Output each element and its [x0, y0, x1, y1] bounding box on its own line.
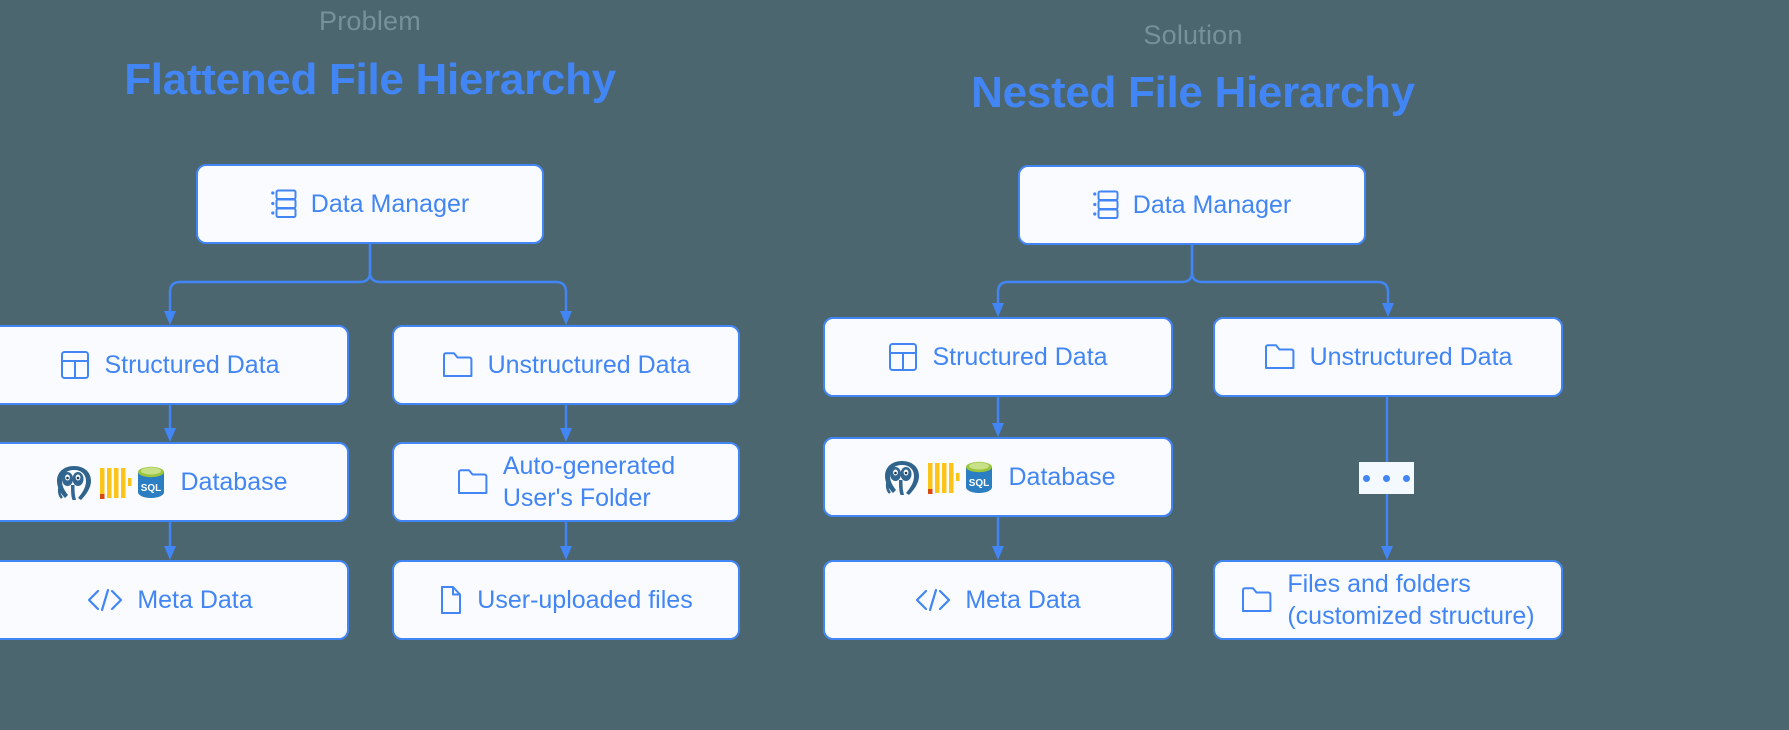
folder-icon: [1241, 586, 1273, 614]
node-label: Data Manager: [1132, 191, 1292, 219]
server-icon: [270, 189, 297, 219]
connector-root-split-left: [168, 244, 372, 315]
svg-text:SQL: SQL: [969, 478, 990, 489]
ellipsis-dot: [1363, 474, 1370, 482]
node-label: Database: [1008, 463, 1116, 491]
arrow-head: [560, 311, 572, 325]
node-label: Structured Data: [932, 343, 1108, 371]
connector-root-split-right: [996, 245, 1194, 307]
mysql-sql-cylinder-logo: SQL: [138, 466, 165, 498]
node-label: Meta Data: [137, 586, 253, 614]
node-meta-data-right[interactable]: Meta Data: [823, 560, 1173, 640]
mysql-sql-cylinder-logo: SQL: [966, 461, 993, 493]
node-data-manager-right[interactable]: Data Manager: [1018, 165, 1366, 245]
code-icon: [87, 588, 123, 612]
panel-kicker-solution: Solution: [1143, 20, 1243, 50]
node-structured-data-right[interactable]: Structured Data: [823, 317, 1173, 397]
node-data-manager-left[interactable]: Data Manager: [196, 164, 544, 244]
server-icon: [1092, 190, 1119, 220]
arrow-head: [560, 428, 572, 442]
svg-text:SQL: SQL: [141, 483, 162, 494]
folder-icon: [457, 468, 489, 496]
ellipsis-icon[interactable]: [1359, 462, 1414, 494]
node-label: Data Manager: [310, 190, 470, 218]
ellipsis-dot: [1383, 474, 1390, 482]
postgresql-elephant-logo: [57, 466, 92, 500]
folder-icon: [1264, 343, 1296, 371]
postgresql-elephant-logo: [885, 461, 920, 495]
node-label: Files and folders (customized structure): [1287, 570, 1535, 630]
arrow-head: [1382, 303, 1394, 317]
node-user-uploaded-files-left[interactable]: User-uploaded files: [392, 560, 740, 640]
mariadb-bars-logo: [100, 468, 132, 499]
node-database-left[interactable]: SQL Database: [0, 442, 349, 522]
node-auto-generated-folder-left[interactable]: Auto-generated User's Folder: [392, 442, 740, 522]
arrow-head: [164, 546, 176, 560]
table-icon: [888, 342, 918, 372]
node-label: Auto-generated User's Folder: [502, 452, 676, 512]
database-logos: SQL: [880, 455, 998, 499]
panel-headline-problem: Flattened File Hierarchy: [124, 55, 616, 104]
arrow-head: [1381, 546, 1393, 560]
code-icon: [915, 588, 951, 612]
ellipsis-dot: [1403, 474, 1410, 482]
arrow-head: [164, 428, 176, 442]
file-icon: [439, 585, 463, 615]
database-logos: SQL: [52, 460, 170, 504]
node-label: Unstructured Data: [1309, 343, 1513, 371]
panel-headline-solution: Nested File Hierarchy: [971, 68, 1415, 117]
table-icon: [60, 350, 90, 380]
arrow-head: [560, 546, 572, 560]
node-unstructured-data-left[interactable]: Unstructured Data: [392, 325, 740, 405]
node-structured-data-left[interactable]: Structured Data: [0, 325, 349, 405]
panel-kicker-problem: Problem: [319, 6, 421, 36]
arrow-head: [992, 303, 1004, 317]
arrow-head: [164, 311, 176, 325]
node-files-and-folders-right[interactable]: Files and folders (customized structure): [1213, 560, 1563, 640]
arrow-head: [992, 546, 1004, 560]
node-meta-data-left[interactable]: Meta Data: [0, 560, 349, 640]
connector-root-split-right-2: [1190, 245, 1390, 307]
connector-root-split-left-2: [368, 244, 568, 315]
node-label: Unstructured Data: [487, 351, 691, 379]
node-label: Structured Data: [104, 351, 280, 379]
node-unstructured-data-right[interactable]: Unstructured Data: [1213, 317, 1563, 397]
node-database-right[interactable]: SQL Database: [823, 437, 1173, 517]
folder-icon: [442, 351, 474, 379]
arrow-head: [992, 423, 1004, 437]
node-label: Meta Data: [965, 586, 1081, 614]
mariadb-bars-logo: [928, 463, 960, 494]
node-label: Database: [180, 468, 288, 496]
node-label: User-uploaded files: [477, 586, 693, 614]
